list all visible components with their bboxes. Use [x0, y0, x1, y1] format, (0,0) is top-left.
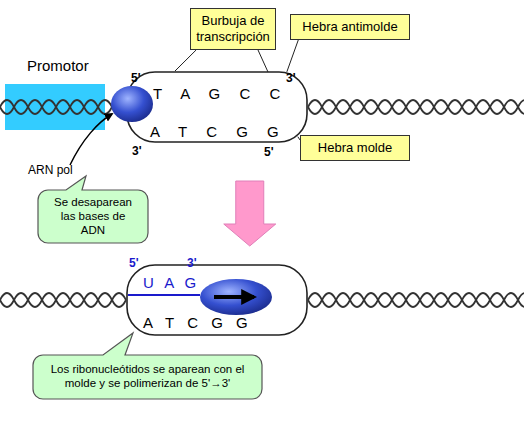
speech-callout: Los ribonucleótidos se aparean con el mo…: [33, 355, 262, 399]
promoter-region: Promotor: [5, 84, 105, 130]
dna-helix: [0, 100, 524, 114]
transcription-bubble: 5'T A G C C3'3'A T C G G5': [126, 71, 308, 143]
node-text: Se desaparean las bases de ADN: [48, 196, 138, 237]
node-text: Burbuja de transcripción: [193, 13, 273, 44]
dna-helix: [0, 293, 524, 307]
part-label: ARN pol: [28, 163, 73, 177]
transcription-bubble: 5'U A G3'A T C G G: [126, 264, 308, 336]
dna-strand: [308, 100, 524, 114]
strand-text: 5': [264, 145, 274, 159]
bubble-outline: [127, 265, 307, 335]
dna-strand: [308, 100, 524, 114]
dna-strand: [308, 293, 524, 307]
strand-text: 3': [132, 144, 142, 158]
strand-text: 3': [286, 71, 296, 85]
dna-strand: [0, 100, 126, 114]
dna-strand: [0, 293, 126, 307]
direction-arrow: [214, 295, 254, 299]
node-text: Hebra antimolde: [302, 19, 397, 35]
leader-line: [287, 40, 298, 72]
leader-line: [175, 50, 196, 71]
node-text: Los ribonucleótidos se aparean con el mo…: [43, 363, 252, 391]
node-text: Hebra molde: [318, 140, 392, 156]
callout-box: Hebra molde: [300, 135, 410, 161]
strand-text: A T C G G: [143, 314, 248, 332]
strand-text: Promotor: [27, 57, 89, 75]
bubble-outline: [127, 72, 307, 142]
strand-text: 5': [129, 256, 139, 270]
process-arrow: [224, 181, 276, 246]
strand-text: 3': [187, 256, 197, 270]
pointer-arrow: [70, 114, 112, 165]
strand-text: 5': [131, 71, 141, 85]
callout-box: Burbuja de transcripción: [190, 8, 276, 50]
strand-text: T A G C C: [153, 85, 280, 103]
callout-outline: [38, 176, 148, 243]
rna-polymerase: [111, 86, 153, 122]
callout-outline: [33, 333, 262, 399]
bracket-line: [258, 50, 268, 72]
speech-callout: Se desaparean las bases de ADN: [38, 190, 148, 243]
dna-strand: [308, 293, 524, 307]
strand-text: A T C G G: [150, 123, 279, 141]
dna-strand: [0, 100, 126, 114]
rna-polymerase: [200, 279, 272, 315]
callout-box: Hebra antimolde: [290, 14, 410, 40]
rna-strand: [128, 294, 200, 296]
dna-strand: [0, 293, 126, 307]
strand-text: U A G: [143, 274, 196, 292]
